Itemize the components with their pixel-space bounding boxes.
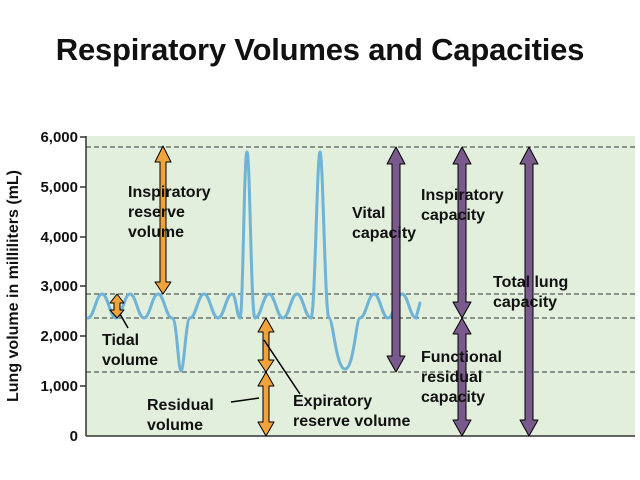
- y-tick-label: 4,000: [40, 229, 78, 246]
- frc-label: Functional residual capacity: [421, 349, 506, 406]
- y-tick-label: 1,000: [40, 378, 78, 395]
- frc-arrow: [452, 317, 472, 437]
- y-tick-label: 0: [70, 428, 78, 445]
- total-lung-capacity-label: Total lung capacity: [493, 274, 573, 311]
- vital-capacity-arrow: [386, 146, 406, 373]
- irv-arrow: [154, 145, 172, 295]
- plot-area: [86, 136, 635, 436]
- tidal-volume-label: Tidal volume: [102, 332, 158, 369]
- y-tick-label: 2,000: [40, 328, 78, 345]
- tidal-volume-arrow: [109, 293, 125, 319]
- irv-label: Inspiratory reserve volume: [128, 184, 215, 241]
- y-tick-label: 6,000: [40, 129, 78, 146]
- residual-volume-arrow: [257, 371, 275, 437]
- total-lung-capacity-arrow: [519, 146, 539, 437]
- spirometer-trace: [86, 150, 422, 373]
- residual-volume-label: Residual volume: [147, 397, 218, 434]
- vital-capacity-label: Vital capacity: [352, 205, 416, 242]
- residual-leader-line: [230, 397, 260, 403]
- page-title: Respiratory Volumes and Capacities: [55, 32, 585, 67]
- y-axis-ticks: [80, 136, 86, 387]
- erv-leader-line: [263, 339, 301, 395]
- y-axis-title: Lung volume in milliliters (mL): [5, 170, 22, 402]
- erv-label: Expiratory reserve volume: [293, 393, 411, 430]
- inspiratory-capacity-label: Inspiratory capacity: [421, 187, 508, 224]
- tidal-leader-line: [119, 313, 129, 329]
- y-tick-label: 5,000: [40, 179, 78, 196]
- y-tick-label: 3,000: [40, 278, 78, 295]
